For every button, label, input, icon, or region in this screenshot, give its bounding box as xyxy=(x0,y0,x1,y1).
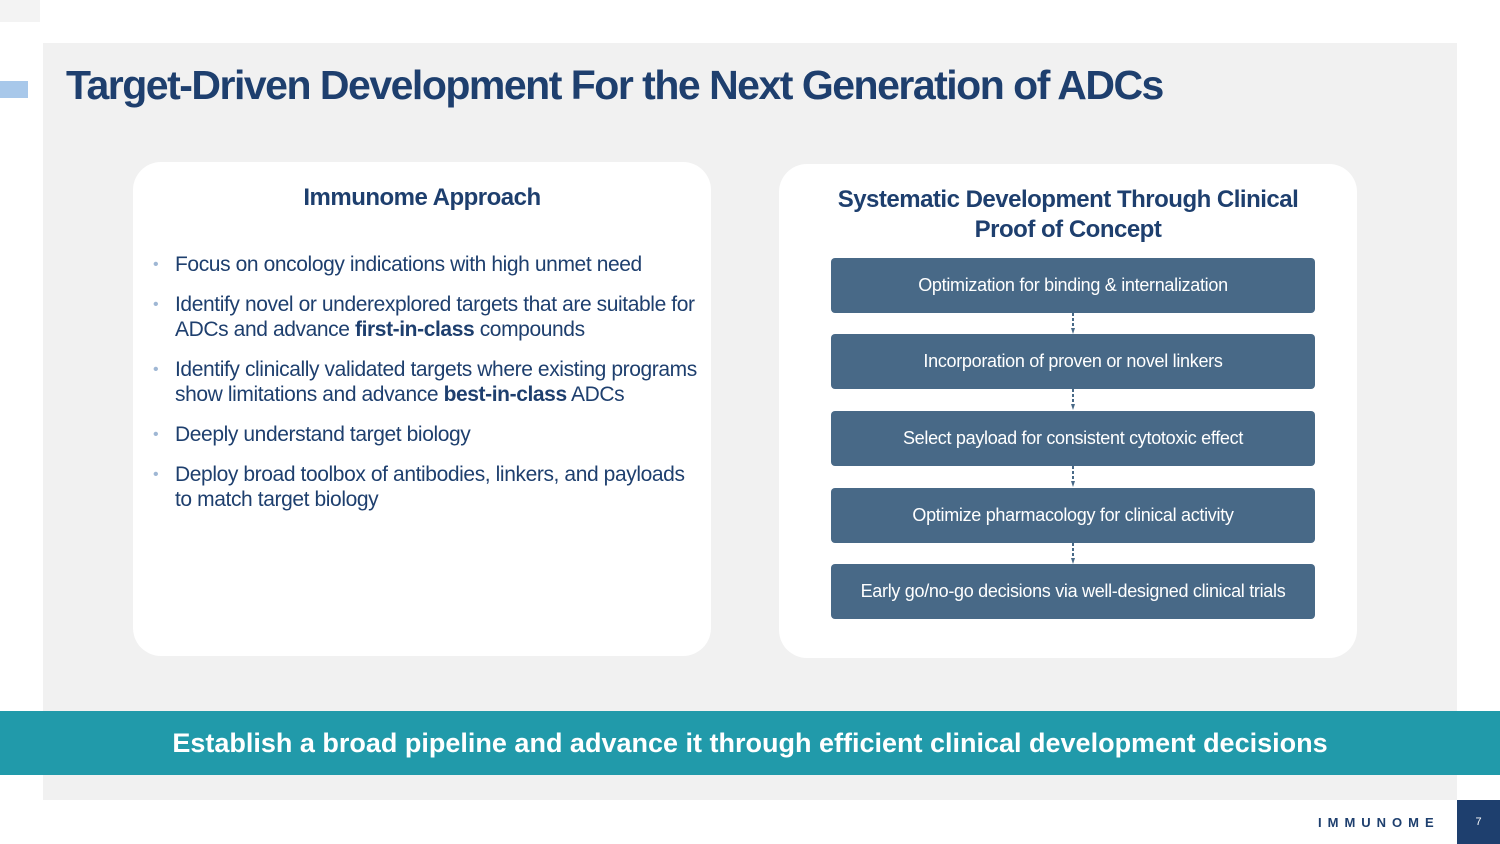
bullet-dot-icon: • xyxy=(153,296,159,313)
down-arrow-icon xyxy=(1071,389,1075,410)
approach-heading: Immunome Approach xyxy=(303,184,541,211)
development-step-5: Early go/no-go decisions via well-design… xyxy=(831,564,1315,619)
down-arrow-icon xyxy=(1071,313,1075,334)
page-title: Target-Driven Development For the Next G… xyxy=(66,62,1164,108)
development-step-2: Incorporation of proven or novel linkers xyxy=(831,334,1315,389)
bullet-text: Identify novel or underexplored targets … xyxy=(175,293,695,341)
bullet-text: Deploy broad toolbox of antibodies, link… xyxy=(175,463,685,511)
approach-card: Immunome Approach • Focus on oncology ind… xyxy=(133,162,711,656)
approach-bullet: • Deploy broad toolbox of antibodies, lin… xyxy=(153,462,698,512)
approach-bullet: • Identify clinically validated targets w… xyxy=(153,357,698,407)
development-step-3: Select payload for consistent cytotoxic … xyxy=(831,411,1315,466)
page-number: 7 xyxy=(1457,800,1500,844)
approach-bullet: • Identify novel or underexplored targets… xyxy=(153,292,698,342)
bullet-emphasis: first-in-class xyxy=(354,318,475,341)
corner-decoration xyxy=(0,0,40,22)
approach-bullet: • Focus on oncology indications with high… xyxy=(153,252,698,277)
approach-bullet-list: • Focus on oncology indications with high… xyxy=(153,252,698,527)
development-card: Systematic Development Through Clinical … xyxy=(779,164,1357,658)
approach-bullet: • Deeply understand target biology xyxy=(153,422,698,447)
bullet-text: Focus on oncology indications with high … xyxy=(175,253,642,276)
development-heading: Systematic Development Through Clinical … xyxy=(837,186,1299,243)
bullet-text-tail: compounds xyxy=(474,318,585,341)
bullet-dot-icon: • xyxy=(153,466,159,483)
bullet-text: Identify clinically validated targets wh… xyxy=(175,358,697,406)
title-accent-bar xyxy=(0,81,28,98)
down-arrow-icon xyxy=(1071,543,1075,564)
development-step-1: Optimization for binding & internalizati… xyxy=(831,258,1315,313)
company-logo: IMMUNOME xyxy=(1318,815,1440,830)
down-arrow-icon xyxy=(1071,466,1075,487)
bullet-dot-icon: • xyxy=(153,361,159,378)
development-step-4: Optimize pharmacology for clinical activ… xyxy=(831,488,1315,543)
bullet-dot-icon: • xyxy=(153,256,159,273)
conclusion-banner: Establish a broad pipeline and advance i… xyxy=(0,711,1500,775)
bullet-dot-icon: • xyxy=(153,426,159,443)
bullet-emphasis: best-in-class xyxy=(443,383,568,406)
bullet-text-tail: ADCs xyxy=(566,383,625,406)
bullet-text: Deeply understand target biology xyxy=(175,423,471,446)
